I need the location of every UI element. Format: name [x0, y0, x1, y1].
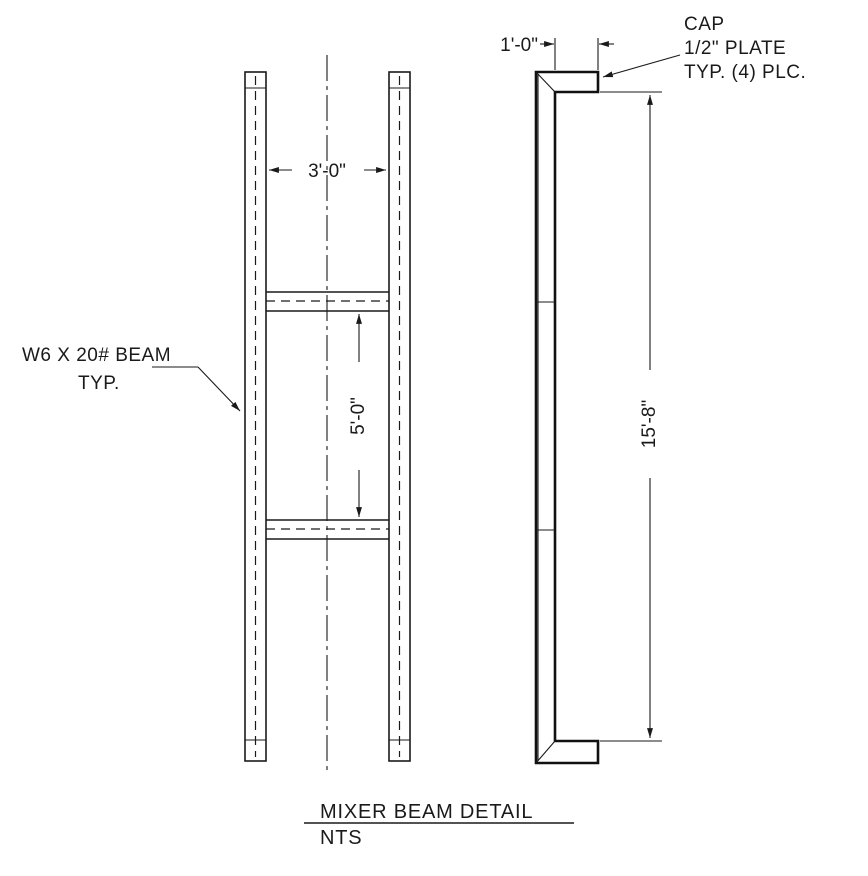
beam-callout-line2: TYP.	[78, 373, 120, 394]
cap-callout-line2: 1/2" PLATE	[684, 38, 786, 59]
drawing-title: MIXER BEAM DETAIL	[320, 801, 533, 823]
cap-callout-line1: CAP	[684, 14, 725, 35]
brace-spacing-label: 5'-0"	[348, 397, 369, 435]
overall-height-label: 15'-8"	[639, 400, 660, 448]
side-view: 1'-0" CAP 1/2" PLATE TYP. (4) PLC. 15'-8…	[500, 14, 806, 765]
drawing-scale: NTS	[320, 827, 362, 849]
inner-width-label: 3'-0"	[308, 161, 346, 182]
title-block: MIXER BEAM DETAIL NTS	[304, 801, 574, 849]
cap-width-dimension: 1'-0"	[500, 35, 614, 70]
overall-height-dimension: 15'-8"	[600, 91, 662, 742]
right-beam-column	[388, 71, 411, 762]
beam-callout: W6 X 20# BEAM TYP.	[22, 345, 241, 412]
front-view: 3'-0" 5'-0" W6 X 20# BEAM TYP.	[22, 55, 411, 770]
inner-width-dimension: 3'-0"	[269, 161, 386, 182]
cap-width-label: 1'-0"	[500, 35, 538, 56]
cap-callout: CAP 1/2" PLATE TYP. (4) PLC.	[602, 14, 806, 83]
brace-spacing-dimension: 5'-0"	[348, 314, 369, 517]
beam-callout-line1: W6 X 20# BEAM	[22, 345, 171, 366]
cap-callout-line3: TYP. (4) PLC.	[684, 62, 806, 83]
left-beam-column	[244, 71, 267, 762]
side-profile-outline	[534, 70, 600, 765]
